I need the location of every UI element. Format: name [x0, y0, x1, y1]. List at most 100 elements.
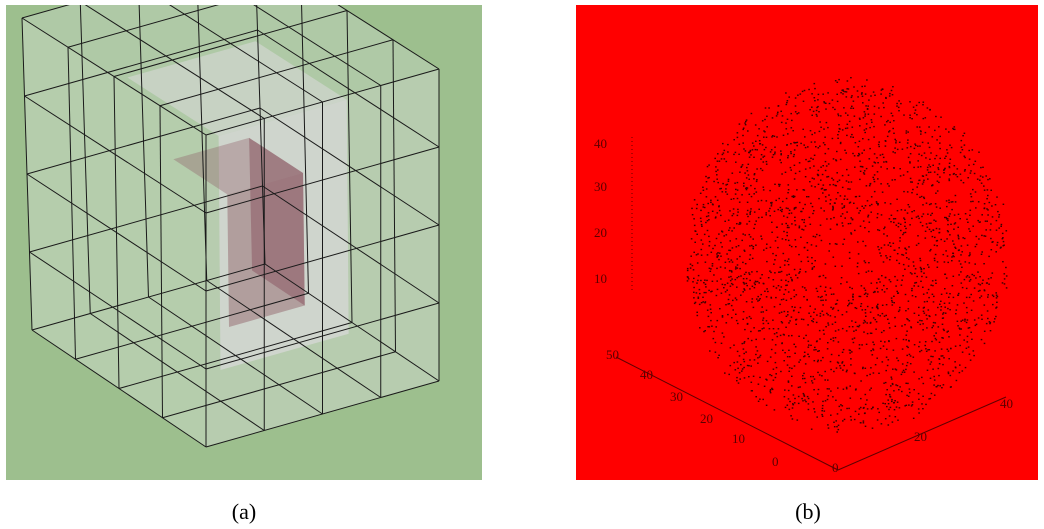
data-point [734, 151, 737, 154]
data-point [949, 234, 951, 236]
data-point [862, 220, 865, 222]
data-point [958, 327, 961, 329]
data-point [744, 122, 746, 124]
data-point [871, 354, 874, 356]
data-point [803, 337, 805, 339]
data-point [967, 327, 970, 329]
data-point [760, 235, 762, 237]
data-point [711, 325, 713, 327]
data-point [888, 218, 891, 220]
data-point [811, 114, 813, 116]
data-point [702, 296, 704, 298]
data-point [736, 258, 738, 260]
data-point [871, 165, 874, 167]
data-point [921, 376, 923, 379]
data-point [860, 93, 863, 95]
data-point [858, 324, 861, 327]
data-point [930, 361, 933, 363]
data-point [804, 168, 807, 170]
data-point [815, 113, 818, 116]
data-point [880, 93, 882, 95]
data-point [894, 316, 896, 319]
data-point [779, 209, 782, 212]
data-point [824, 136, 826, 138]
data-point [943, 302, 946, 304]
data-point [702, 189, 705, 191]
data-point [880, 183, 882, 185]
data-point [705, 175, 707, 178]
data-point [750, 195, 753, 198]
data-point [769, 246, 772, 249]
data-point [838, 354, 840, 357]
data-point [881, 289, 883, 291]
data-point [938, 228, 941, 230]
data-point [715, 237, 718, 240]
data-point [865, 343, 868, 345]
data-point [903, 114, 905, 116]
data-point [963, 278, 966, 281]
data-point [900, 209, 903, 211]
data-point [765, 212, 767, 214]
data-point [828, 102, 831, 105]
data-point [866, 332, 869, 335]
data-point [832, 307, 835, 309]
data-point [747, 130, 749, 132]
data-point [722, 182, 724, 185]
data-point [889, 92, 891, 95]
data-point [810, 428, 813, 430]
z-tick-label: 10 [594, 271, 607, 286]
grid-line [329, 0, 440, 70]
data-point [829, 243, 831, 245]
data-point [748, 258, 751, 260]
data-point [949, 309, 951, 311]
data-point [786, 226, 789, 229]
data-point [895, 384, 897, 386]
data-point [710, 199, 712, 201]
data-point [964, 156, 966, 159]
data-point [834, 243, 837, 245]
data-point [790, 169, 792, 171]
data-point [838, 130, 840, 133]
data-point [777, 208, 779, 211]
data-point [891, 398, 893, 401]
data-point [748, 365, 750, 367]
data-point [780, 150, 782, 152]
data-point [724, 372, 726, 374]
data-point [881, 153, 884, 156]
data-point [850, 217, 852, 219]
data-point [816, 360, 819, 363]
caption-b: (b) [795, 499, 821, 524]
data-point [970, 309, 973, 311]
data-point [708, 267, 711, 269]
data-point [791, 334, 793, 337]
data-point [709, 304, 712, 306]
data-point [842, 420, 844, 422]
data-point [778, 183, 780, 186]
data-point [757, 216, 760, 219]
data-point [782, 134, 785, 136]
data-point [807, 353, 809, 355]
data-point [884, 276, 887, 279]
data-point [787, 133, 789, 135]
data-point [924, 117, 927, 119]
data-point [816, 233, 818, 236]
data-point [835, 159, 837, 161]
data-point [830, 390, 832, 392]
data-point [802, 377, 804, 380]
data-point [741, 342, 744, 345]
data-point [947, 219, 949, 222]
data-point [927, 171, 930, 174]
data-point [955, 174, 957, 176]
data-point [837, 329, 840, 331]
data-point [945, 250, 947, 252]
data-point [803, 144, 805, 146]
data-point [976, 178, 979, 180]
data-point [966, 319, 969, 321]
data-point [867, 216, 869, 218]
data-point [974, 191, 977, 193]
data-point [968, 255, 970, 257]
data-point [844, 217, 846, 219]
data-point [769, 270, 771, 272]
data-point [743, 352, 745, 355]
